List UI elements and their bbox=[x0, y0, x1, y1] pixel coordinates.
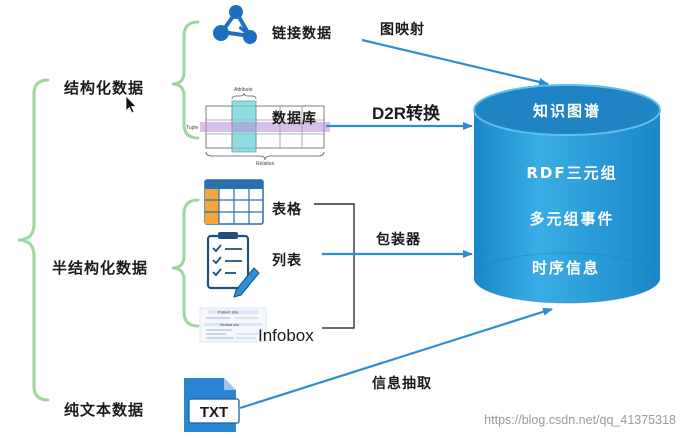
txt-file-label: TXT bbox=[200, 404, 228, 421]
list-label: 列表 bbox=[272, 252, 302, 269]
kg-item-multi-tuple-events: 多元组事件 bbox=[529, 210, 614, 228]
checklist-icon bbox=[206, 232, 260, 298]
tuple-label: Tuple bbox=[186, 125, 199, 131]
table-icon bbox=[204, 179, 264, 225]
structured-bracket bbox=[171, 20, 200, 140]
linked-data-icon bbox=[213, 5, 257, 44]
d2r-conversion-label: D2R转换 bbox=[372, 103, 441, 123]
structured-data-label: 结构化数据 bbox=[64, 79, 144, 97]
plain-text-data-label: 纯文本数据 bbox=[64, 401, 144, 419]
info-extraction-arrow bbox=[239, 307, 553, 410]
kg-item-temporal-info: 时序信息 bbox=[532, 259, 600, 277]
arrows bbox=[239, 38, 553, 410]
database-label: 数据库 bbox=[272, 110, 317, 127]
knowledge-graph-title: 知识图谱 bbox=[533, 102, 601, 120]
wrapper-label: 包装器 bbox=[376, 231, 421, 248]
info-extraction-label: 信息抽取 bbox=[372, 375, 432, 392]
attribute-label: Attribute bbox=[234, 87, 253, 93]
wrapper-bracket bbox=[314, 203, 355, 329]
relation-label: Relation bbox=[256, 161, 275, 167]
infobox-figure bbox=[199, 307, 267, 343]
semi-structured-data-label: 半结构化数据 bbox=[52, 259, 148, 277]
mouse-cursor-icon bbox=[125, 95, 137, 114]
knowledge-graph-cylinder bbox=[473, 84, 661, 304]
linked-data-label: 链接数据 bbox=[272, 25, 332, 42]
txt-file-icon bbox=[184, 378, 240, 432]
semi-structured-bracket bbox=[171, 198, 200, 328]
infobox-label: Infobox bbox=[258, 326, 314, 345]
table-label: 表格 bbox=[271, 201, 302, 218]
database-table-figure bbox=[200, 92, 330, 161]
graph-mapping-label: 图映射 bbox=[380, 21, 425, 38]
graph-mapping-arrow bbox=[361, 38, 549, 86]
infobox-section: Medical Info bbox=[220, 323, 239, 327]
watermark-url: https://blog.csdn.net/qq_41375318 bbox=[484, 413, 676, 427]
infobox-header: Patient Info bbox=[218, 310, 239, 315]
kg-item-rdf-triples: RDF三元组 bbox=[526, 164, 617, 182]
main-bracket bbox=[17, 78, 50, 402]
